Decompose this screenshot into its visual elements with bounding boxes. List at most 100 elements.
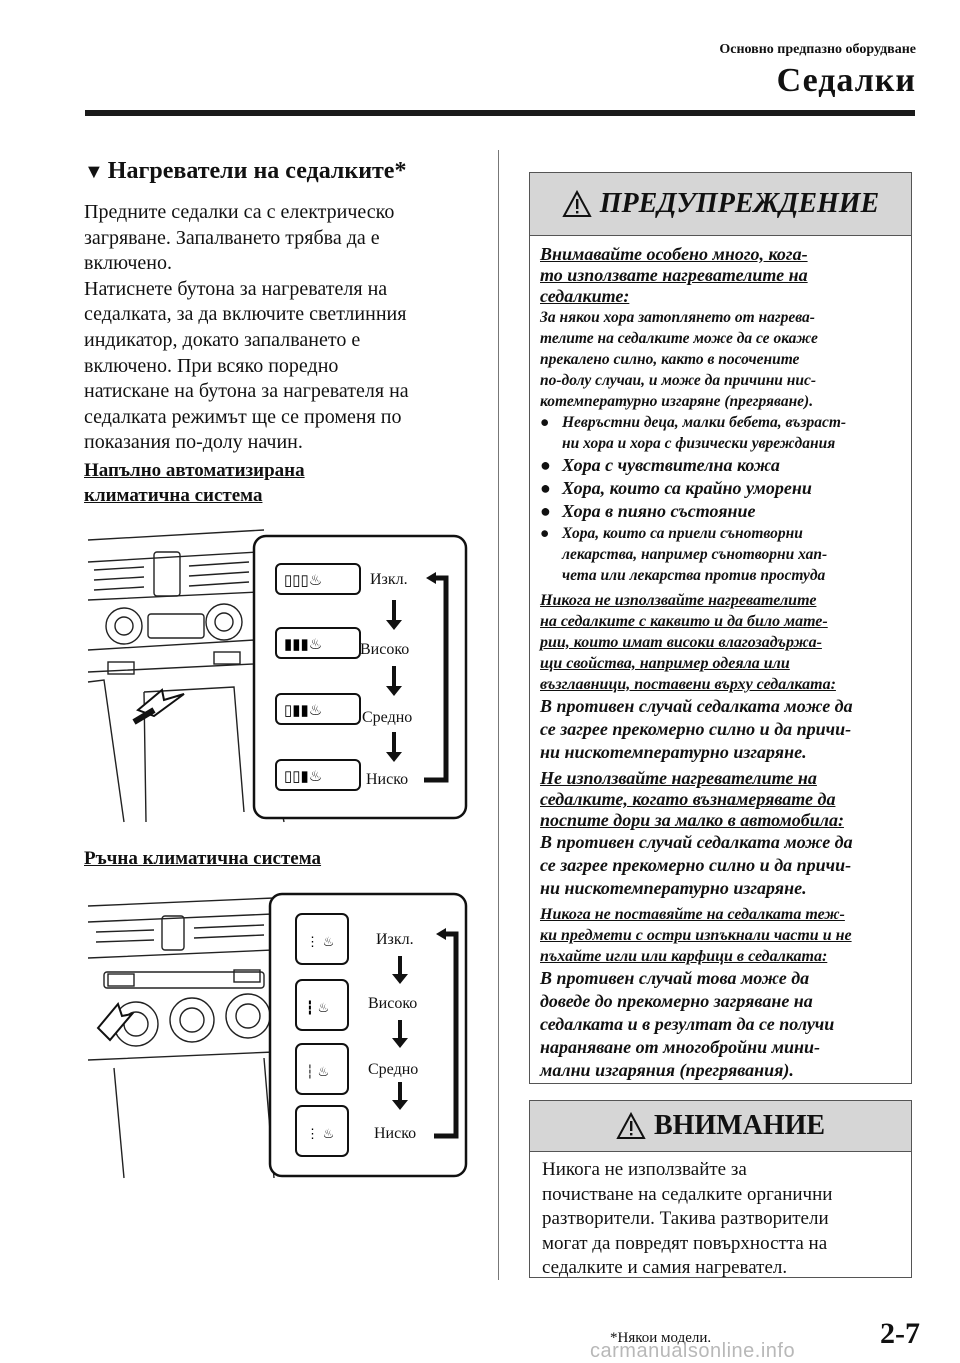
return-bracket bbox=[434, 931, 459, 1139]
warning-line: прекалено силно, както в посочените bbox=[540, 351, 800, 368]
mode-list: ⋮ ♨ Изкл. ┇ ♨ Високо ┆ ♨ Средно ⋮ ♨ Ниск… bbox=[295, 913, 418, 1157]
warning-line: се загрее прекомерно силно и да причи- bbox=[540, 719, 852, 739]
warning-triangle-icon bbox=[562, 190, 592, 217]
warning-line: се загрее прекомерно силно и да причи- bbox=[540, 855, 852, 875]
intro-line: показания по-долу начин. bbox=[84, 431, 303, 454]
indicator-low-icon: ⋮ ♨ bbox=[306, 1126, 334, 1141]
mode-off: ▯▯▯♨ Изкл. bbox=[275, 563, 408, 595]
warning-line: щи свойства, например одеяла или bbox=[540, 655, 790, 672]
warning-line: Не използвайте нагревателите на bbox=[540, 768, 817, 788]
warning-line: поспите дори за малко в автомобила: bbox=[540, 810, 844, 830]
mode-off: ⋮ ♨ Изкл. bbox=[295, 913, 414, 965]
caution-line: почистване на седалките органични bbox=[542, 1183, 833, 1205]
bullet-line: Хора, които са крайно уморени bbox=[562, 478, 812, 498]
warning-line: Никога не използвайте нагревателите bbox=[540, 592, 817, 609]
bullet-line: ни хора и хора с физически увреждания bbox=[562, 435, 836, 452]
bullet-line: чета или лекарства против простуда bbox=[562, 567, 826, 584]
caution-line: могат да повредят повърхността на bbox=[542, 1232, 828, 1254]
warning-heading-2: Никога не използвайте нагревателите на с… bbox=[540, 590, 901, 695]
warning-bullet-list: ● Невръстни деца, малки бебета, възраст-… bbox=[540, 412, 901, 586]
arrow-left-icon bbox=[426, 572, 436, 584]
warning-paragraph-1: За някои хора затоплянето от нагрева- те… bbox=[540, 307, 901, 412]
mode-medium: ┆ ♨ Средно bbox=[295, 1043, 418, 1095]
bullet-dot-icon: ● bbox=[540, 455, 551, 475]
arrow-left-icon bbox=[436, 928, 446, 940]
mode-high: ┇ ♨ Високо bbox=[295, 979, 417, 1031]
bullet-line: Хора в пияно състояние bbox=[562, 501, 756, 521]
mode-low: ▯▯▮♨ Ниско bbox=[275, 759, 408, 791]
mode-label-off: Изкл. bbox=[370, 571, 408, 588]
arrow-down-icon bbox=[386, 732, 402, 762]
intro-line: седалката режимът ще се променя по bbox=[84, 405, 402, 428]
caution-line: седалките и самия нагревател. bbox=[542, 1257, 788, 1278]
warning-line: на седалките с каквито и да било мате- bbox=[540, 613, 828, 630]
manual-climate-figure: ⋮ ♨ Изкл. ┇ ♨ Високо ┆ ♨ Средно ⋮ ♨ Ниск… bbox=[87, 892, 468, 1179]
warning-body: Внимавайте особено много, кога- то изпол… bbox=[530, 236, 911, 1082]
section-title: ▼Нагреватели на седалките* bbox=[84, 158, 406, 185]
caution-header: ВНИМАНИЕ bbox=[530, 1101, 911, 1152]
dashboard-illustration bbox=[87, 897, 275, 1179]
mode-label-medium: Средно bbox=[368, 1061, 418, 1078]
mode-label-high: Високо bbox=[368, 995, 417, 1012]
arrow-down-icon bbox=[392, 1082, 408, 1110]
arrow-down-icon bbox=[386, 666, 402, 696]
indicator-off-icon: ▯▯▯♨ bbox=[284, 572, 322, 589]
warning-line: възглавници, поставени върху седалката: bbox=[540, 676, 836, 693]
warning-line: седалките: bbox=[540, 286, 630, 306]
warning-line: телите на седалките може да се окаже bbox=[540, 330, 818, 347]
warning-heading-4: Никога не поставяйте на седалката теж- к… bbox=[540, 904, 901, 967]
cycle-arrows bbox=[392, 928, 459, 1139]
warning-line: мални изгаряния (прегрявания). bbox=[540, 1060, 794, 1080]
manual-climate-heading: Ръчна климатична система bbox=[84, 848, 322, 869]
warning-line: нараняване от многобройни мини- bbox=[540, 1037, 820, 1057]
seat-button-high bbox=[275, 627, 361, 659]
bullet-dot-icon: ● bbox=[540, 525, 550, 542]
arrow-down-icon bbox=[392, 1020, 408, 1048]
warning-box: ПРЕДУПРЕЖДЕНИЕ Внимавайте особено много,… bbox=[529, 172, 912, 1084]
intro-line: загряване. Запалването трябва да е bbox=[84, 226, 380, 249]
warning-line: седалките, когато възнамерявате да bbox=[540, 789, 836, 809]
warning-line: ни нискотемпературно изгаряне. bbox=[540, 878, 807, 898]
cycle-arrows bbox=[386, 572, 449, 783]
warning-line: то използвате нагревателите на bbox=[540, 265, 808, 285]
mode-list: ▯▯▯♨ Изкл. ▮▮▮♨ Високо ▯▮▮♨ Средно ▯▯▮♨ … bbox=[275, 563, 412, 791]
caution-title: ВНИМАНИЕ bbox=[653, 1110, 826, 1141]
bullet-dot-icon: ● bbox=[540, 501, 551, 521]
indicator-low-icon: ▯▯▮♨ bbox=[284, 768, 322, 785]
warning-line: Никога не поставяйте на седалката теж- bbox=[540, 906, 845, 923]
heading-line: климатична система bbox=[84, 485, 263, 506]
column-divider bbox=[498, 150, 499, 1280]
warning-bullet: ● Хора в пияно състояние bbox=[540, 500, 901, 523]
mode-label-low: Ниско bbox=[366, 771, 408, 788]
auto-climate-heading: Напълно автоматизирана климатична систем… bbox=[84, 458, 305, 508]
mode-panel bbox=[252, 534, 468, 820]
warning-bullet: ● Невръстни деца, малки бебета, възраст-… bbox=[540, 412, 901, 454]
warning-line: В противен случай седалката може да bbox=[540, 832, 853, 852]
warning-line: седалката и в резултат да се получи bbox=[540, 1014, 835, 1034]
press-arrow-icon bbox=[96, 1001, 135, 1042]
indicator-medium-icon: ┆ ♨ bbox=[306, 1064, 329, 1079]
caution-line: разтворители. Такива разтворители bbox=[542, 1208, 829, 1229]
indicator-high-icon: ┇ ♨ bbox=[306, 1000, 329, 1015]
warning-line: рии, които имат високи влагозадържа- bbox=[540, 634, 822, 651]
warning-line: доведе до прекомерно загряване на bbox=[540, 991, 813, 1011]
indicator-off-icon: ⋮ ♨ bbox=[306, 934, 334, 949]
footnote: *Някои модели. bbox=[610, 1330, 712, 1346]
section-title-text: Нагреватели на седалките* bbox=[107, 158, 407, 184]
return-bracket bbox=[424, 575, 449, 783]
warning-bullet: ● Хора, които са приели сънотворни лекар… bbox=[540, 523, 901, 586]
warning-line: ки предмети с остри изпъкнали части и не bbox=[540, 927, 852, 944]
seat-button-off bbox=[295, 913, 349, 965]
warning-paragraph-4: В противен случай това може да доведе до… bbox=[540, 967, 901, 1082]
intro-line: индикатор, докато запалването е bbox=[84, 328, 361, 351]
mode-medium: ▯▮▮♨ Средно bbox=[275, 693, 412, 726]
warning-heading-3: Не използвайте нагревателите на седалкит… bbox=[540, 768, 901, 831]
seat-button-medium bbox=[295, 1043, 349, 1095]
section-header: Основно предпазно оборудване bbox=[719, 42, 916, 57]
intro-line: Натиснете бутона за нагревателя на bbox=[84, 277, 388, 300]
caution-body: Никога не използвайте за почистване на с… bbox=[530, 1152, 911, 1287]
warning-line: ни нискотемпературно изгаряне. bbox=[540, 742, 807, 762]
mode-label-off: Изкл. bbox=[376, 931, 414, 948]
intro-line: Предните седалки са с електрическо bbox=[84, 201, 395, 223]
warning-line: В противен случай седалката може да bbox=[540, 696, 853, 716]
